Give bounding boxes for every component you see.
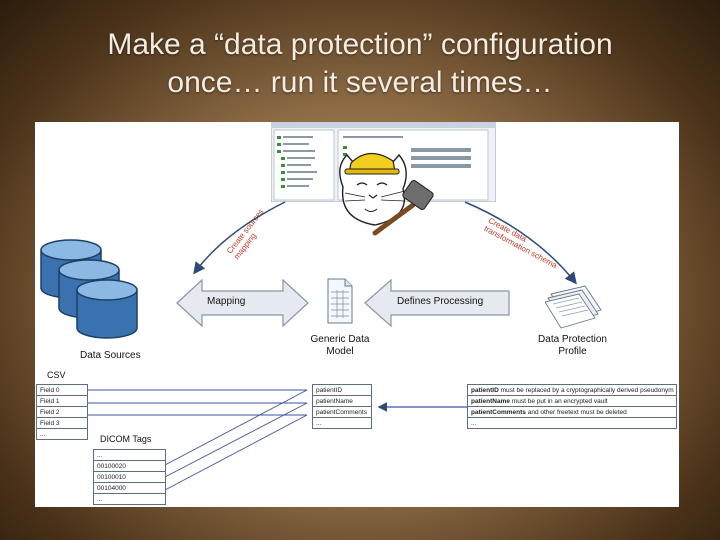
mapping-arrow-icon xyxy=(176,278,309,328)
table-row: Field 3 xyxy=(36,417,88,429)
spreadsheet-document-icon xyxy=(327,278,353,324)
dicom-cell: ... xyxy=(93,493,166,505)
dicom-cell: 00100020 xyxy=(93,460,166,472)
dicom-cell: ... xyxy=(93,449,166,461)
csv-cell: Field 0 xyxy=(36,384,88,396)
title-line-2: once… run it several times… xyxy=(167,66,553,99)
table-row: ... xyxy=(93,449,166,461)
table-row: ... xyxy=(93,493,166,505)
title-line-1: Make a “data protection” configuration xyxy=(107,28,613,61)
slide-title: Make a “data protection” configuration o… xyxy=(0,26,720,102)
table-row: patientName xyxy=(312,395,372,407)
table-row: ... xyxy=(467,417,677,429)
rule-cell: patientID must be replaced by a cryptogr… xyxy=(467,384,677,396)
dicom-cell: 00104000 xyxy=(93,482,166,494)
table-row: Field 1 xyxy=(36,395,88,407)
table-row: ... xyxy=(36,428,88,440)
table-row: patientName must be put in an encrypted … xyxy=(467,395,677,407)
csv-cell: ... xyxy=(36,428,88,440)
cat-mascot-icon xyxy=(339,152,434,236)
table-row: Field 2 xyxy=(36,406,88,418)
rule-cell: patientComments and other freetext must … xyxy=(467,406,677,418)
defines-processing-arrow-icon xyxy=(364,278,510,328)
table-row: ... xyxy=(312,417,372,429)
processing-rules-table: patientID must be replaced by a cryptogr… xyxy=(467,384,677,429)
table-row: Field 0 xyxy=(36,384,88,396)
rule-cell: patientName must be put in an encrypted … xyxy=(467,395,677,407)
model-field-cell: ... xyxy=(312,417,372,429)
model-field-cell: patientName xyxy=(312,395,372,407)
data-protection-profile-label: Data Protection Profile xyxy=(538,334,607,357)
dicom-header: DICOM Tags xyxy=(100,434,152,444)
profile-documents-icon xyxy=(545,285,602,329)
mapping-label: Mapping xyxy=(207,296,246,307)
diagram-panel: Create sources mapping Create data trans… xyxy=(35,122,679,507)
table-row: patientComments and other freetext must … xyxy=(467,406,677,418)
diagram-connectors xyxy=(87,201,577,491)
table-row: 00100020 xyxy=(93,460,166,472)
database-icon xyxy=(40,239,138,339)
csv-cell: Field 1 xyxy=(36,395,88,407)
generic-data-model-label: Generic Data Model xyxy=(310,334,370,357)
table-row: 00100010 xyxy=(93,471,166,483)
csv-table: Field 0 Field 1 Field 2 Field 3 ... xyxy=(36,384,88,440)
model-fields-table: patientID patientName patientComments ..… xyxy=(312,384,372,429)
model-field-cell: patientComments xyxy=(312,406,372,418)
table-row: patientComments xyxy=(312,406,372,418)
rule-cell: ... xyxy=(467,417,677,429)
defines-processing-label: Defines Processing xyxy=(397,296,484,307)
csv-header: CSV xyxy=(47,370,66,380)
csv-cell: Field 2 xyxy=(36,406,88,418)
dicom-cell: 00100010 xyxy=(93,471,166,483)
data-sources-label: Data Sources xyxy=(80,350,141,361)
table-row: patientID must be replaced by a cryptogr… xyxy=(467,384,677,396)
dicom-table: ... 00100020 00100010 00104000 ... xyxy=(93,449,166,505)
model-field-cell: patientID xyxy=(312,384,372,396)
csv-cell: Field 3 xyxy=(36,417,88,429)
table-row: 00104000 xyxy=(93,482,166,494)
table-row: patientID xyxy=(312,384,372,396)
